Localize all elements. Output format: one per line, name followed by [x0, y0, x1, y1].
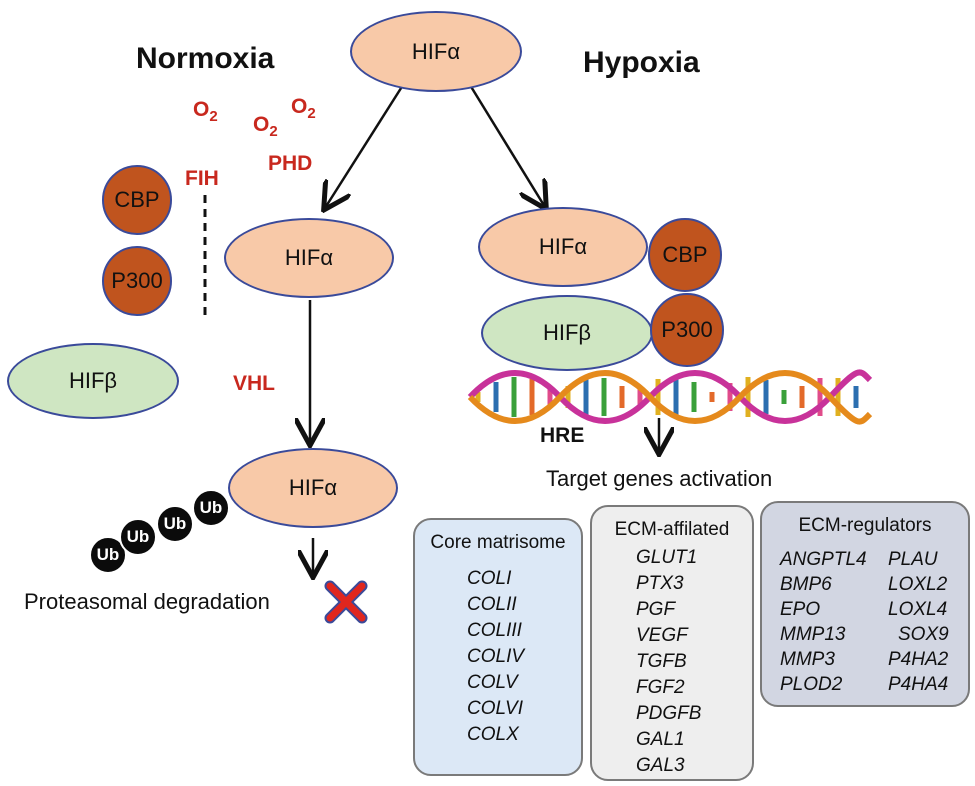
gene-item: P4HA4	[888, 674, 949, 695]
gene-item: LOXL4	[888, 599, 948, 620]
gene-item: MMP13	[780, 624, 846, 645]
ubiquitin-2: Ub	[119, 518, 157, 556]
ecm-regulators-box: ECM-regulators ANGPTL4 BMP6 EPO MMP13 MM…	[760, 501, 970, 707]
gene-item: PLAU	[888, 549, 938, 570]
gene-item: COLIV	[467, 646, 525, 667]
gene-item: ANGPTL4	[780, 549, 867, 570]
gene-item: BMP6	[780, 574, 832, 595]
oxygen-subscript: 2	[269, 123, 278, 141]
gene-item: SOX9	[898, 624, 949, 645]
gene-item: GLUT1	[636, 547, 698, 568]
gene-item: COLVI	[467, 698, 523, 719]
hif-beta-normoxia: HIFβ	[7, 343, 179, 419]
gene-item: GAL3	[636, 755, 685, 776]
gene-item: PLOD2	[780, 674, 843, 695]
ecm-affiliated-title: ECM-affilated	[614, 519, 730, 540]
oxygen-label-1: O2	[193, 98, 218, 126]
degradation-label: Proteasomal degradation	[24, 589, 270, 614]
arrow-to-normoxia	[325, 84, 405, 208]
core-matrisome-title: Core matrisome	[430, 532, 566, 553]
arrow-to-hypoxia	[468, 84, 545, 207]
hif-alpha-ubiquitinated: HIFα	[228, 448, 398, 528]
oxygen-label-3: O2	[291, 95, 316, 123]
gene-item: FGF2	[636, 677, 685, 698]
oxygen-subscript: 2	[307, 105, 316, 123]
hif-alpha-top: HIFα	[350, 11, 522, 92]
hre-label: HRE	[540, 424, 585, 447]
gene-item: COLII	[467, 594, 517, 615]
gene-item: COLV	[467, 672, 518, 693]
dna-helix-icon	[467, 369, 873, 425]
hif-alpha-hypoxia: HIFα	[478, 207, 648, 287]
oxygen-subscript: 2	[209, 108, 218, 126]
gene-item: COLX	[467, 724, 519, 745]
gene-item: GAL1	[636, 729, 685, 750]
hif-alpha-normoxia: HIFα	[224, 218, 394, 298]
gene-item: VEGF	[636, 625, 688, 646]
ecm-affiliated-box: ECM-affilated GLUT1 PTX3 PGF VEGF TGFB F…	[590, 505, 754, 781]
ecm-regulators-title: ECM-regulators	[798, 515, 932, 536]
oxygen-label-2: O2	[253, 113, 278, 141]
gene-item: MMP3	[780, 649, 835, 670]
blocked-x-icon	[324, 580, 368, 624]
target-genes-label: Target genes activation	[546, 466, 773, 491]
p300-hypoxia: P300	[650, 293, 724, 367]
normoxia-title: Normoxia	[136, 42, 275, 75]
phd-label: PHD	[268, 152, 313, 175]
cbp-hypoxia: CBP	[648, 218, 722, 292]
ubiquitin-4: Ub	[192, 489, 230, 527]
p300-normoxia: P300	[102, 246, 172, 316]
hif-beta-hypoxia: HIFβ	[481, 295, 653, 371]
gene-item: TGFB	[636, 651, 687, 672]
gene-item: COLI	[467, 568, 512, 589]
cbp-normoxia: CBP	[102, 165, 172, 235]
ubiquitin-3: Ub	[156, 505, 194, 543]
gene-item: LOXL2	[888, 574, 948, 595]
fih-label: FIH	[185, 167, 219, 190]
gene-item: P4HA2	[888, 649, 949, 670]
gene-item: EPO	[780, 599, 821, 620]
gene-item: PTX3	[636, 573, 684, 594]
ubiquitin-1: Ub	[89, 536, 127, 574]
gene-item: PGF	[636, 599, 676, 620]
gene-item: PDGFB	[636, 703, 702, 724]
hypoxia-title: Hypoxia	[583, 46, 700, 79]
gene-item: COLIII	[467, 620, 522, 641]
core-matrisome-box: Core matrisome COLI COLII COLIII COLIV C…	[413, 518, 583, 776]
vhl-label: VHL	[233, 372, 275, 395]
